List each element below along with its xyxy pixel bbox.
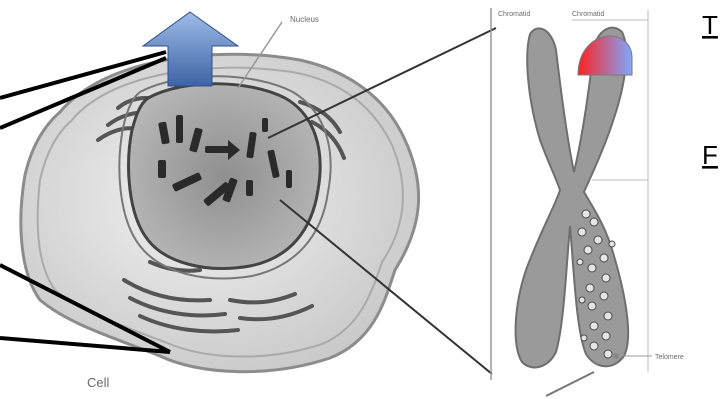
chromatid-right-label: Chromatid	[572, 11, 604, 18]
nucleus-label: Nucleus	[290, 15, 319, 24]
chromatid-left-label: Chromatid	[498, 11, 530, 18]
telomere-label: Telomere	[655, 354, 684, 361]
spindle-fragment	[546, 372, 594, 396]
red-cap-marker	[578, 36, 632, 75]
cropped-text-middle: F	[702, 140, 718, 170]
chromosome-panel	[491, 8, 652, 396]
telomere-dot	[613, 353, 619, 359]
cropped-text-top: T	[702, 10, 718, 40]
cell-label: Cell	[87, 375, 110, 390]
